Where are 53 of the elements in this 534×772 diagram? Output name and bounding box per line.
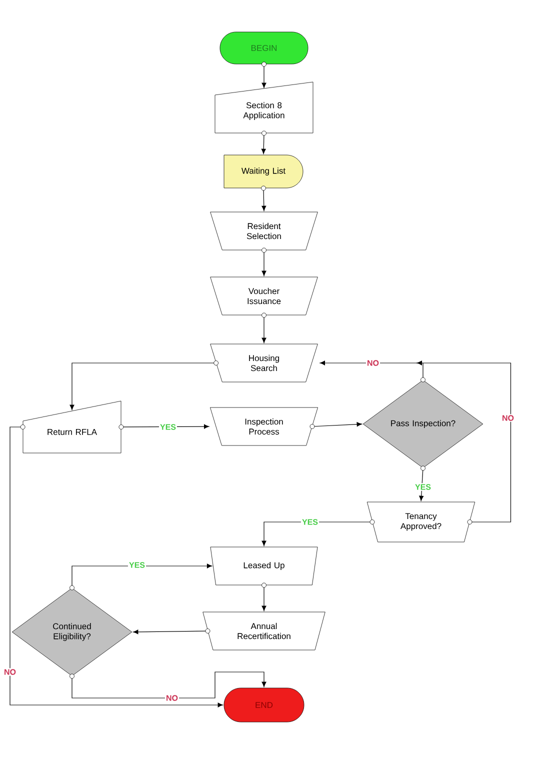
process-box: Inspection Process <box>210 407 318 446</box>
process-box: Tenancy Approved? <box>366 502 476 542</box>
connection-point <box>262 248 266 253</box>
connection-point <box>262 130 266 136</box>
connection-point <box>214 360 218 366</box>
connection-point <box>467 520 472 524</box>
connection-point <box>205 628 210 634</box>
arrow <box>419 470 424 501</box>
connection-point <box>370 520 375 524</box>
process-box: Annual Recertification <box>202 612 326 650</box>
edge-label: YES <box>128 561 146 569</box>
edge-label: YES <box>159 423 177 431</box>
arrow <box>262 252 266 276</box>
arrow <box>10 426 223 708</box>
connection-point <box>20 424 26 430</box>
edge-label: YES <box>301 518 319 526</box>
arrow <box>261 135 266 154</box>
arrow <box>262 587 266 611</box>
connection-point <box>70 674 74 679</box>
arrow <box>320 360 424 366</box>
process-box: Voucher Issuance <box>210 276 318 316</box>
arrow <box>314 422 362 427</box>
arrow <box>262 317 266 343</box>
manual-input-box: Return RFLA <box>22 400 122 454</box>
edge-label: NO <box>366 359 380 367</box>
connection-point <box>262 62 266 67</box>
connection-point <box>420 377 426 382</box>
arrow <box>123 424 210 429</box>
edge-label: NO <box>3 668 17 676</box>
arrow <box>262 66 266 88</box>
connection-point <box>118 424 124 430</box>
terminal-box: BEGIN <box>220 32 308 64</box>
connection-point <box>70 585 74 590</box>
arrow <box>262 522 370 546</box>
connection-point <box>420 466 426 471</box>
connection-point <box>261 186 266 191</box>
process-box: Leased Up <box>210 546 318 586</box>
edge-label: YES <box>414 483 432 491</box>
connection-point <box>310 424 315 429</box>
process-box: Resident Selection <box>210 212 318 250</box>
arrow <box>72 672 266 698</box>
arrow <box>72 564 212 586</box>
arrow <box>133 630 206 634</box>
delay-box: Waiting List <box>224 154 304 188</box>
edge-label: NO <box>501 414 515 422</box>
edge-label: NO <box>165 694 179 702</box>
connection-point <box>262 312 266 318</box>
process-box: Housing Search <box>210 344 318 382</box>
connection-point <box>262 582 266 588</box>
arrow <box>70 362 214 410</box>
terminal-box: END <box>224 688 304 722</box>
manual-input-box: Section 8 Application <box>214 82 314 134</box>
arrow <box>262 190 266 211</box>
